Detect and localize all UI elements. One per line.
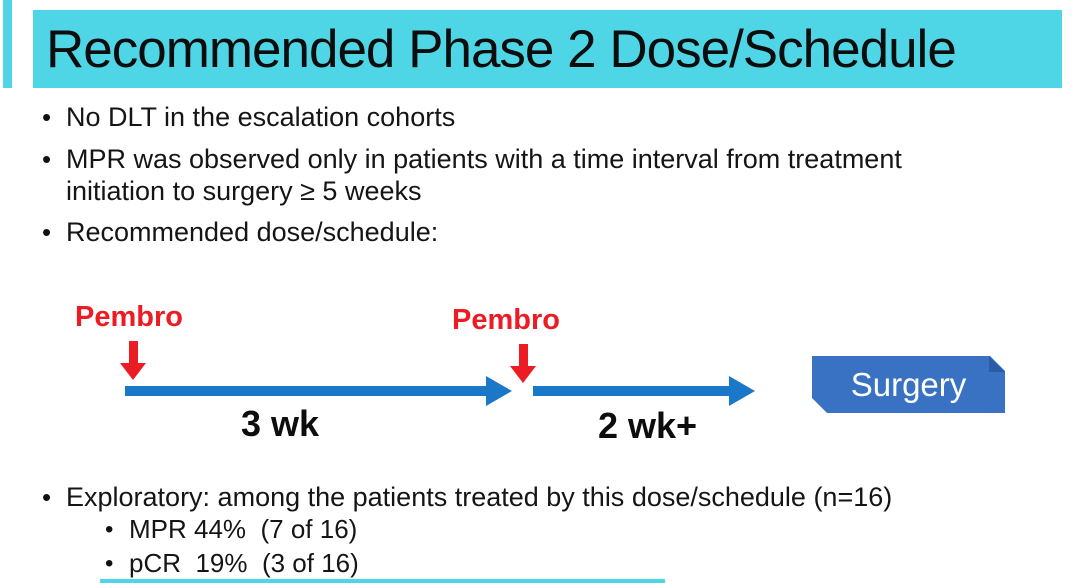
bullet-mpr-line2: initiation to surgery ≥ 5 weeks [66,176,422,206]
bullet-mpr-observed: • MPR was observed only in patients with… [42,143,1042,207]
interval-2wk-label: 2 wk+ [598,405,698,446]
bullet-dot-icon: • [42,482,52,512]
bullet-mpr-observed-text: MPR was observed only in patients with a… [66,143,902,207]
bullet-dot-icon: • [105,516,114,543]
bullet-no-dlt: • No DLT in the escalation cohorts [42,101,1042,133]
dose2-arrow-shaft [518,344,528,366]
bullet-recommended-dose: • Recommended dose/schedule: [42,216,1042,248]
sub-bullet-mpr-text: MPR 44% (7 of 16) [129,514,358,544]
sub-bullet-mpr: • MPR 44% (7 of 16) [105,514,1005,545]
interval-3wk-label: 3 wk [241,403,320,444]
dose1-arrow-shaft [128,341,138,363]
interval2-arrow-head [729,376,755,406]
sub-bullet-pcr-text: pCR 19% (3 of 16) [129,548,359,578]
interval1-timeline-arrow-icon [125,376,512,406]
sub-bullet-pcr: • pCR 19% (3 of 16) [105,548,1005,579]
dose2-down-arrow-icon [510,344,536,383]
bottom-accent-bar [100,579,665,583]
bullet-exploratory-text: Exploratory: among the patients treated … [66,482,893,512]
bullet-dot-icon: • [42,102,52,132]
pembro-label-2: Pembro [452,304,560,336]
left-accent-bar [3,0,12,88]
bullet-exploratory: • Exploratory: among the patients treate… [42,481,1052,513]
surgery-box: Surgery [812,356,1005,413]
slide-title: Recommended Phase 2 Dose/Schedule [46,19,957,79]
bullet-recommended-dose-text: Recommended dose/schedule: [66,217,439,247]
surgery-box-fold-corner [989,356,1005,372]
title-bar: Recommended Phase 2 Dose/Schedule [33,10,1062,88]
bullet-dot-icon: • [105,550,114,577]
bullet-dot-icon: • [42,217,52,247]
dose1-down-arrow-icon [120,341,146,380]
bullet-no-dlt-text: No DLT in the escalation cohorts [66,102,456,132]
dose2-arrow-head [510,366,536,383]
interval2-timeline-arrow-icon [533,376,755,406]
interval1-arrow-shaft [125,386,486,396]
interval2-arrow-shaft [533,386,729,396]
bullet-mpr-line1: MPR was observed only in patients with a… [66,144,902,174]
dose1-arrow-head [120,363,146,380]
surgery-label: Surgery [850,365,967,403]
bullet-dot-icon: • [42,144,52,174]
interval1-arrow-head [486,376,512,406]
pembro-label-1: Pembro [75,301,183,333]
